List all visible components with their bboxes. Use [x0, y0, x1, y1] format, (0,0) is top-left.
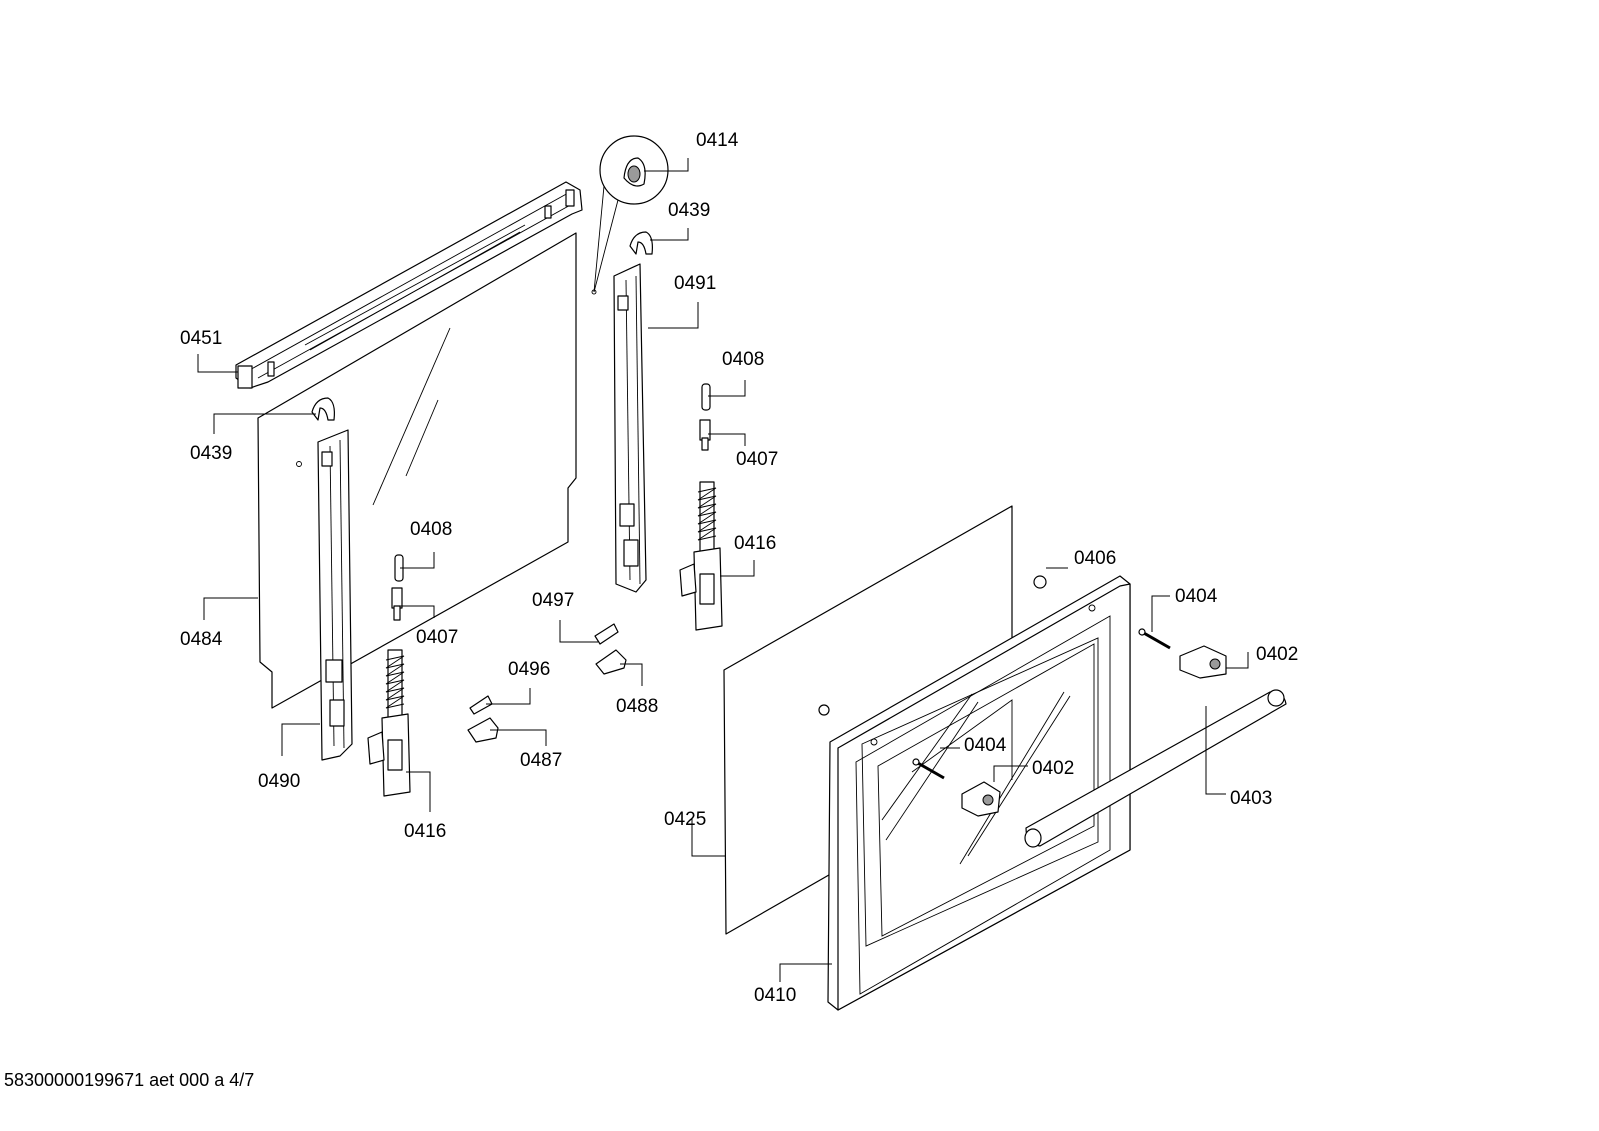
label-0484: 0484 — [180, 629, 223, 650]
hinge-rail-0490 — [317, 429, 353, 761]
label-0407-right: 0407 — [736, 449, 778, 470]
pin-0407-right — [699, 419, 711, 451]
pin-0407-left — [391, 587, 403, 621]
handle-bracket-0402-right — [1179, 645, 1227, 679]
clip-0487 — [467, 717, 499, 743]
label-0439-left: 0439 — [190, 443, 232, 464]
leader-lines — [197, 158, 1249, 982]
label-0404-center: 0404 — [964, 735, 1007, 756]
label-0451: 0451 — [180, 328, 222, 349]
document-footer: 58300000199671 aet 000 a 4/7 — [4, 1070, 254, 1090]
screw-0404-right — [1138, 628, 1171, 650]
label-0491: 0491 — [674, 273, 716, 294]
clip-0488 — [595, 649, 627, 675]
label-0404-right: 0404 — [1175, 586, 1218, 607]
label-0408-left: 0408 — [410, 519, 452, 540]
clip-0439-right — [629, 231, 653, 255]
hinge-0416-left — [367, 649, 411, 797]
handle-bar-0403 — [1024, 689, 1287, 848]
label-0425: 0425 — [664, 809, 706, 830]
label-0496: 0496 — [508, 659, 550, 680]
clip-0439-left — [311, 397, 335, 421]
label-0402-right: 0402 — [1256, 644, 1298, 665]
handle-bracket-0402-center — [961, 781, 1001, 817]
label-0403: 0403 — [1230, 788, 1272, 809]
clip-0497 — [594, 623, 619, 645]
label-0497: 0497 — [532, 590, 574, 611]
detail-0414 — [591, 135, 669, 295]
screw-0404-center — [912, 758, 945, 780]
label-0410: 0410 — [754, 985, 796, 1006]
label-0487: 0487 — [520, 750, 562, 771]
clip-0496 — [469, 695, 493, 715]
label-0406: 0406 — [1074, 548, 1116, 569]
part-labels: 0414 0439 0491 0451 0408 0439 0407 0416 … — [180, 130, 1298, 1006]
label-0416-right: 0416 — [734, 533, 776, 554]
hinge-rail-0491 — [613, 263, 647, 593]
top-trim-strip-0451 — [235, 181, 583, 389]
label-0439-top: 0439 — [668, 200, 710, 221]
label-0407-left: 0407 — [416, 627, 458, 648]
label-0402-center: 0402 — [1032, 758, 1074, 779]
label-0414: 0414 — [696, 130, 739, 151]
hinge-0416-right — [679, 481, 723, 631]
label-0416-left: 0416 — [404, 821, 446, 842]
label-0488: 0488 — [616, 696, 658, 717]
label-0490: 0490 — [258, 771, 300, 792]
pin-0408-right — [701, 383, 711, 411]
label-0408-right: 0408 — [722, 349, 764, 370]
